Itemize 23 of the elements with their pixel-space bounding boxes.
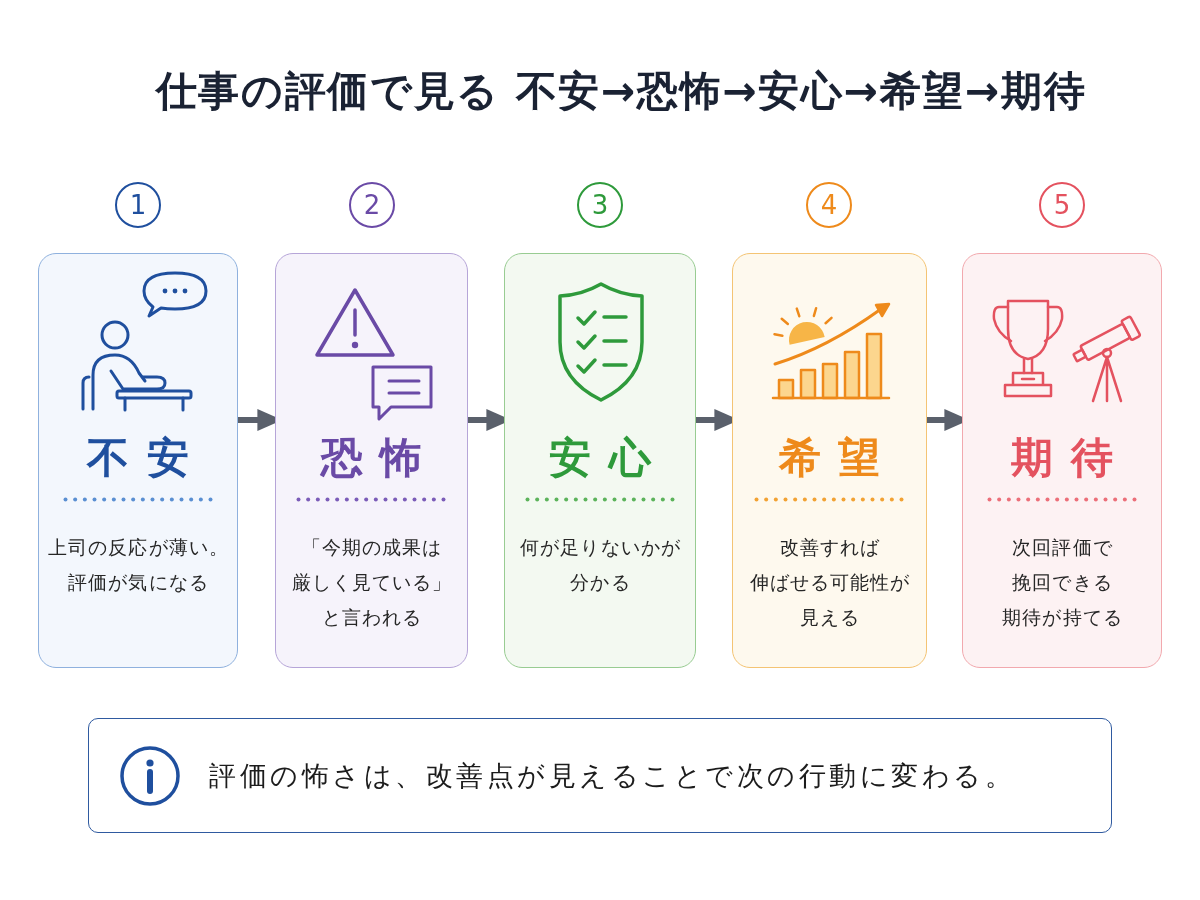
- step-title: 希望: [777, 432, 898, 484]
- step-number: 4: [806, 182, 852, 228]
- step-description: 次回評価で挽回できる期待が持てる: [1001, 535, 1123, 630]
- step-description: 「今期の成果は厳しく見ている」と言われる: [290, 535, 453, 630]
- step-number: 3: [577, 182, 623, 228]
- step-title: 安心: [548, 432, 669, 484]
- step-card: [962, 253, 1162, 668]
- step-number: 2: [349, 182, 395, 228]
- step-number: 1: [115, 182, 161, 228]
- step-description: 上司の反応が薄い。評価が気になる: [46, 535, 230, 595]
- step-card: [504, 253, 696, 668]
- title: 仕事の評価で見る 不安→恐怖→安心→希望→期待: [155, 66, 1087, 117]
- step-card: [732, 253, 927, 668]
- step-description: 改善すれば伸ばせる可能性が見える: [748, 535, 911, 630]
- step-title: 恐怖: [319, 432, 440, 484]
- step-title: 不安: [85, 432, 207, 484]
- note-box: [88, 718, 1112, 833]
- step-number: 5: [1039, 182, 1085, 228]
- note-text: 評価の怖さは、改善点が見えることで次の行動に変わる。: [209, 758, 1016, 793]
- step-title: 期待: [1010, 432, 1131, 484]
- step-card: [38, 253, 238, 668]
- step-card: [275, 253, 468, 668]
- step-description: 何が足りないかが分かる: [519, 535, 682, 595]
